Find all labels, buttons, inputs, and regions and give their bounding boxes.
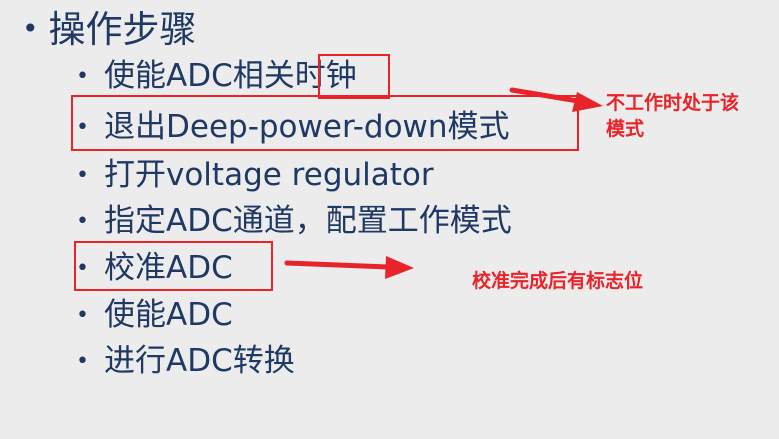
step-text: 使能ADC相关时钟 [104,58,357,94]
step-item-configure-channel: • 指定ADC通道，配置工作模式 [76,201,512,242]
bullet-icon: • [76,115,89,140]
calibration-arrow-icon [284,256,414,279]
step-text: 进行ADC转换 [104,343,295,379]
step-item-enable-clock: • 使能ADC相关时钟 [76,56,357,97]
note-line: 不工作时处于该 [606,92,740,114]
clock-highlight-box [318,54,390,99]
calibration-note: 校准完成后有标志位 [472,270,644,292]
step-item-voltage-regulator: • 打开voltage regulator [76,155,434,196]
bullet-icon: • [76,256,89,281]
step-item-exit-deep-power-down: • 退出Deep-power-down模式 [76,107,510,148]
bullet-icon: • [76,209,89,234]
step-text: 打开voltage regulator [104,157,434,193]
step-text: 指定ADC通道，配置工作模式 [104,203,512,239]
step-item-adc-conversion: • 进行ADC转换 [76,341,295,382]
bullet-icon: • [76,163,89,188]
bullet-icon: • [76,349,89,374]
bullet-icon: • [22,12,39,45]
deep-power-down-note: 不工作时处于该 模式 [606,90,739,142]
calibration-highlight-box [74,241,273,291]
slide-heading: • 操作步骤 [22,4,197,55]
bullet-icon: • [76,64,89,89]
step-text: 校准ADC [104,250,233,286]
heading-text: 操作步骤 [48,8,197,51]
note-line: 模式 [606,118,645,140]
bullet-icon: • [76,303,89,328]
step-text: 使能ADC [104,297,233,333]
step-item-calibrate-adc: • 校准ADC [76,248,233,289]
deep-power-down-highlight-box [71,95,579,151]
step-item-enable-adc: • 使能ADC [76,295,233,336]
step-text: 退出Deep-power-down模式 [104,109,510,145]
